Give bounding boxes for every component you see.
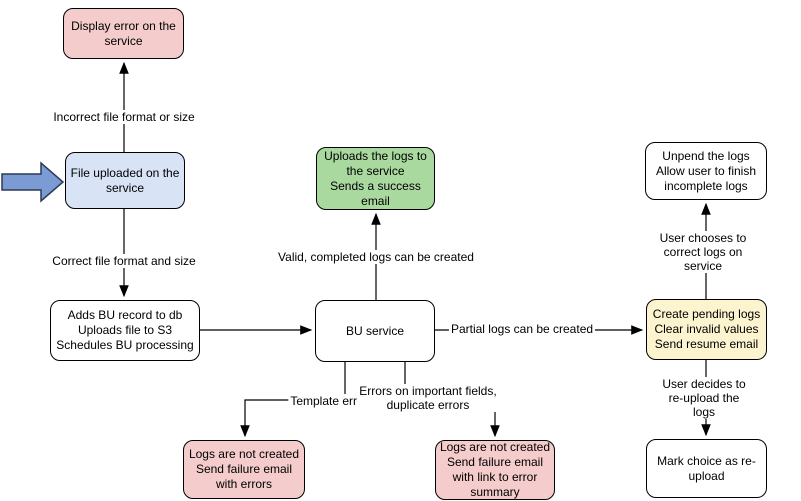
input-arrow-icon xyxy=(1,161,65,203)
node-file-uploaded: File uploaded on the service xyxy=(65,152,185,209)
node-logs-not-created-template: Logs are not created Send failure email … xyxy=(183,440,305,499)
node-adds-bu-record: Adds BU record to db Uploads file to S3 … xyxy=(50,300,200,361)
edge-label-incorrect-format: Incorrect file format or size xyxy=(51,110,197,124)
node-bu-service: BU service xyxy=(315,300,435,362)
node-create-pending-logs: Create pending logs Clear invalid values… xyxy=(646,299,767,360)
node-mark-choice-reupload: Mark choice as re- upload xyxy=(646,439,767,498)
edge-label-valid-completed: Valid, completed logs can be created xyxy=(276,250,476,264)
edge-label-field-errors: Errors on important fields, duplicate er… xyxy=(357,384,499,412)
node-unpend-logs: Unpend the logs Allow user to finish inc… xyxy=(645,142,767,200)
node-logs-not-created-fields: Logs are not created Send failure email … xyxy=(435,440,555,500)
edge-label-user-correct: User chooses to correct logs on service xyxy=(654,231,752,273)
node-uploads-logs-success: Uploads the logs to the service Sends a … xyxy=(316,147,435,210)
edge-label-correct-format: Correct file format and size xyxy=(50,254,198,268)
node-display-error: Display error on the service xyxy=(63,8,184,59)
edge-label-user-reupload: User decides to re-upload the logs xyxy=(655,377,753,419)
edge-label-partial-logs: Partial logs can be created xyxy=(448,322,596,336)
